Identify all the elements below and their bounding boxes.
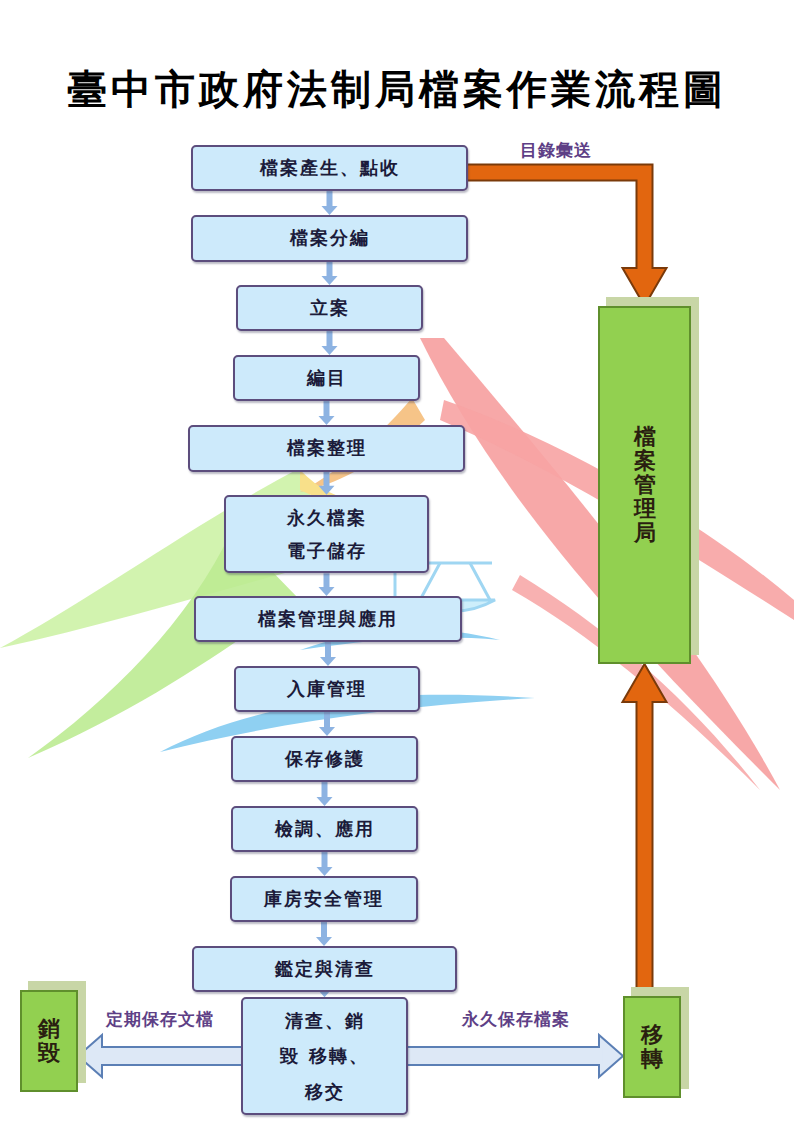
flow-arrow xyxy=(322,331,338,355)
flow-arrow xyxy=(317,852,333,876)
node-text: 立案 xyxy=(310,291,350,325)
arrow-shaft xyxy=(468,173,645,273)
node-text: 入庫管理 xyxy=(287,672,367,706)
arrow-head xyxy=(319,486,335,495)
agency-box: 檔案管理局 xyxy=(598,306,691,664)
process-box: 檔案分編 xyxy=(191,215,468,262)
flow-arrow xyxy=(408,1035,623,1077)
agency-box: 銷毀 xyxy=(20,990,78,1092)
node-text: 編目 xyxy=(307,361,347,395)
arrow-head xyxy=(623,664,667,702)
node-text: 移轉 xyxy=(641,1023,663,1071)
node-text: 檔案管理局 xyxy=(634,425,656,546)
process-box: 保存修護 xyxy=(231,736,418,782)
arrow-shaft xyxy=(324,573,330,587)
arrow-shaft xyxy=(322,782,328,798)
flow-arrow xyxy=(319,401,335,425)
node-text: 銷毀 xyxy=(38,1017,60,1065)
arrow-shaft xyxy=(324,712,330,728)
arrow-head xyxy=(316,937,332,946)
arrow-head xyxy=(322,206,338,215)
process-box: 檔案產生、點收 xyxy=(191,145,468,191)
node-text: 永久檔案 電子儲存 xyxy=(282,501,370,568)
diagram-title: 臺中市政府法制局檔案作業流程圖 xyxy=(0,62,794,117)
node-text: 檔案分編 xyxy=(290,221,370,255)
arrow-head xyxy=(320,657,336,666)
process-box: 入庫管理 xyxy=(234,666,420,712)
arrow-head xyxy=(319,587,335,596)
arrow-head xyxy=(623,268,667,306)
node-text: 檔案產生、點收 xyxy=(260,151,400,185)
flow-arrow xyxy=(322,262,338,285)
node-text: 鑑定與清查 xyxy=(275,952,375,986)
arrow-shaft xyxy=(325,642,331,658)
agency-box: 移轉 xyxy=(623,996,681,1098)
edge-label: 定期保存文檔 xyxy=(106,1008,214,1031)
node-text: 檔案整理 xyxy=(287,431,367,465)
process-box: 檢調、應用 xyxy=(231,806,418,852)
flow-arrow xyxy=(320,642,336,666)
arrow-shaft xyxy=(324,472,330,486)
arrow-head xyxy=(319,416,335,425)
process-box: 檔案整理 xyxy=(188,425,465,472)
process-box: 清查、銷毀 移轉、移交 xyxy=(241,997,408,1114)
arrow-head xyxy=(317,797,333,806)
flow-arrow xyxy=(319,712,335,736)
arrow-shaft xyxy=(322,852,328,868)
flow-arrow xyxy=(319,472,335,495)
flow-arrow xyxy=(322,191,338,215)
arrow-head xyxy=(317,867,333,876)
arrow-outline xyxy=(468,173,645,271)
node-text: 清查、銷毀 移轉、移交 xyxy=(276,1003,373,1108)
flow-arrow xyxy=(316,922,332,946)
process-box: 庫房安全管理 xyxy=(230,876,418,922)
arrow-shaft xyxy=(638,697,652,996)
arrow-shaft xyxy=(408,1048,603,1064)
arrow-head xyxy=(319,727,335,736)
node-text: 庫房安全管理 xyxy=(264,882,384,916)
process-box: 檔案管理與應用 xyxy=(194,596,462,642)
arrow-head xyxy=(322,276,338,285)
arrow-shaft xyxy=(98,1048,241,1064)
arrow-shaft xyxy=(327,191,333,207)
arrow-shaft xyxy=(324,401,330,417)
process-box: 鑑定與清查 xyxy=(192,946,457,992)
flow-arrow xyxy=(317,782,333,806)
arrow-shaft xyxy=(327,262,333,277)
node-text: 保存修護 xyxy=(285,742,365,776)
node-text: 檔案管理與應用 xyxy=(258,602,398,636)
edge-label: 永久保存檔案 xyxy=(462,1008,570,1031)
edge-label: 目錄彙送 xyxy=(520,139,592,162)
process-box: 編目 xyxy=(233,355,420,401)
arrow-shaft xyxy=(321,922,327,938)
process-box: 永久檔案 電子儲存 xyxy=(224,495,429,574)
arrow-head xyxy=(322,346,338,355)
process-box: 立案 xyxy=(236,285,423,331)
flow-arrow xyxy=(468,173,667,306)
node-text: 檢調、應用 xyxy=(275,812,375,846)
flow-arrow xyxy=(623,664,667,996)
flow-arrow xyxy=(319,573,335,596)
arrow-shaft xyxy=(327,331,333,347)
flow-arrow xyxy=(78,1035,241,1077)
